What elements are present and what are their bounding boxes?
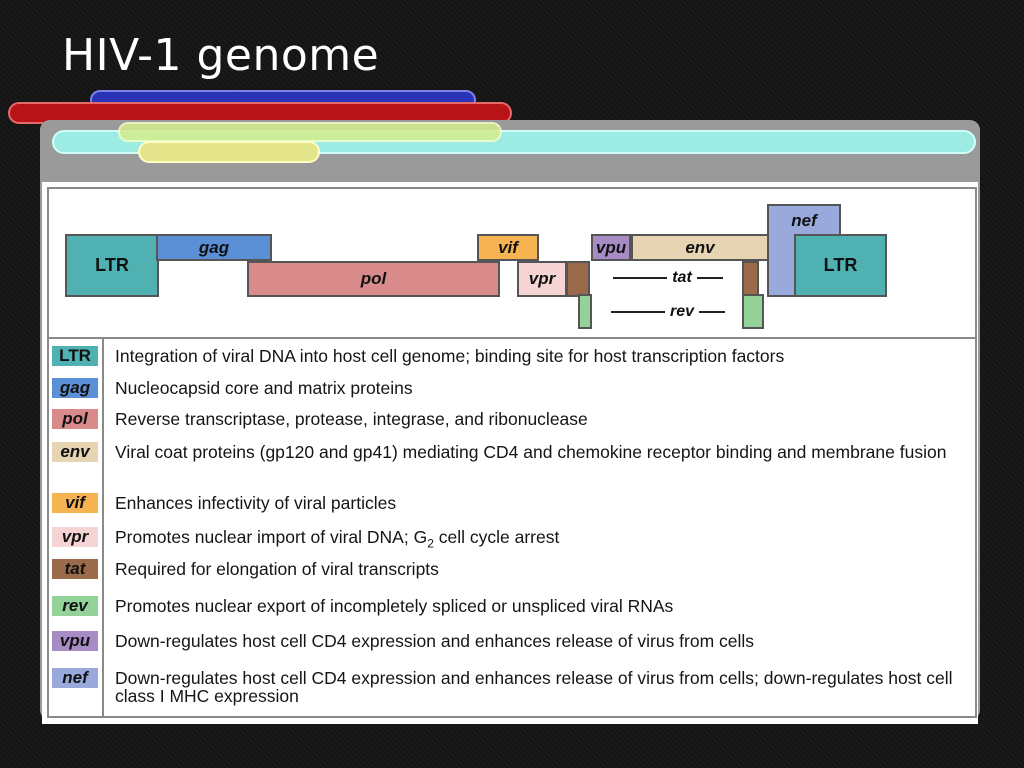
rev-splice-line-left bbox=[610, 311, 665, 313]
gene-gag: gag bbox=[156, 234, 272, 261]
legend-desc-vpu: Down-regulates host cell CD4 expression … bbox=[115, 631, 755, 651]
gene-ltr-left: LTR bbox=[65, 234, 159, 297]
legend-desc-pol: Reverse transcriptase, protease, integra… bbox=[115, 409, 588, 429]
legend-desc-gag: Nucleocapsid core and matrix proteins bbox=[115, 378, 413, 398]
legend-desc-vif: Enhances infectivity of viral particles bbox=[115, 493, 397, 513]
legend-key-tat: tat bbox=[52, 559, 98, 579]
tat-splice-line-left bbox=[613, 277, 668, 279]
legend-desc-vpr-text-end: cell cycle arrest bbox=[433, 527, 560, 547]
legend-desc-ltr: Integration of viral DNA into host cell … bbox=[115, 346, 785, 366]
legend-key-nef: nef bbox=[52, 668, 98, 688]
tat-label-text: tat bbox=[672, 269, 692, 286]
gene-vif: vif bbox=[477, 234, 539, 261]
gene-vpu: vpu bbox=[591, 234, 631, 261]
gene-pol: pol bbox=[247, 261, 500, 297]
decorative-yellow-bar bbox=[138, 141, 320, 163]
genome-map: LTR gag pol vif vpr vpu env nef LTR tat … bbox=[49, 189, 975, 339]
legend-desc-vpr-text: Promotes nuclear import of viral DNA; G bbox=[115, 527, 428, 547]
tat-label: tat bbox=[595, 267, 741, 289]
hiv-genome-figure: LTR gag pol vif vpr vpu env nef LTR tat … bbox=[47, 187, 977, 718]
legend-key-vpr: vpr bbox=[52, 527, 98, 547]
rev-exon-2 bbox=[742, 294, 764, 329]
legend-desc-vpr-subscript: 2 bbox=[427, 536, 434, 551]
legend-desc-tat: Required for elongation of viral transcr… bbox=[115, 559, 439, 579]
legend-desc-vpr: Promotes nuclear import of viral DNA; G2… bbox=[115, 528, 971, 553]
rev-label-text: rev bbox=[669, 303, 695, 320]
legend-key-vif: vif bbox=[52, 493, 98, 513]
legend-key-rev: rev bbox=[52, 596, 98, 616]
legend-key-pol: pol bbox=[52, 409, 98, 429]
rev-splice-line-right bbox=[699, 311, 726, 313]
legend-key-vpu: vpu bbox=[52, 631, 98, 651]
legend-key-ltr: LTR bbox=[52, 346, 98, 366]
decorative-lime-bar bbox=[118, 122, 502, 142]
gene-ltr-right: LTR bbox=[794, 234, 887, 297]
tat-exon-1 bbox=[566, 261, 590, 297]
tat-splice-line-right bbox=[696, 277, 723, 279]
legend-key-env: env bbox=[52, 442, 98, 462]
gene-vpr: vpr bbox=[517, 261, 567, 297]
legend-column-divider bbox=[102, 337, 104, 716]
rev-label: rev bbox=[595, 301, 741, 323]
gene-env: env bbox=[631, 234, 769, 261]
slide-title: HIV-1 genome bbox=[62, 30, 380, 81]
legend-key-gag: gag bbox=[52, 378, 98, 398]
tat-exon-2 bbox=[742, 261, 759, 297]
legend-desc-env: Viral coat proteins (gp120 and gp41) med… bbox=[115, 442, 947, 462]
rev-exon-1 bbox=[578, 294, 592, 329]
legend-desc-rev: Promotes nuclear export of incompletely … bbox=[115, 596, 674, 616]
legend-desc-nef: Down-regulates host cell CD4 expression … bbox=[115, 668, 953, 706]
